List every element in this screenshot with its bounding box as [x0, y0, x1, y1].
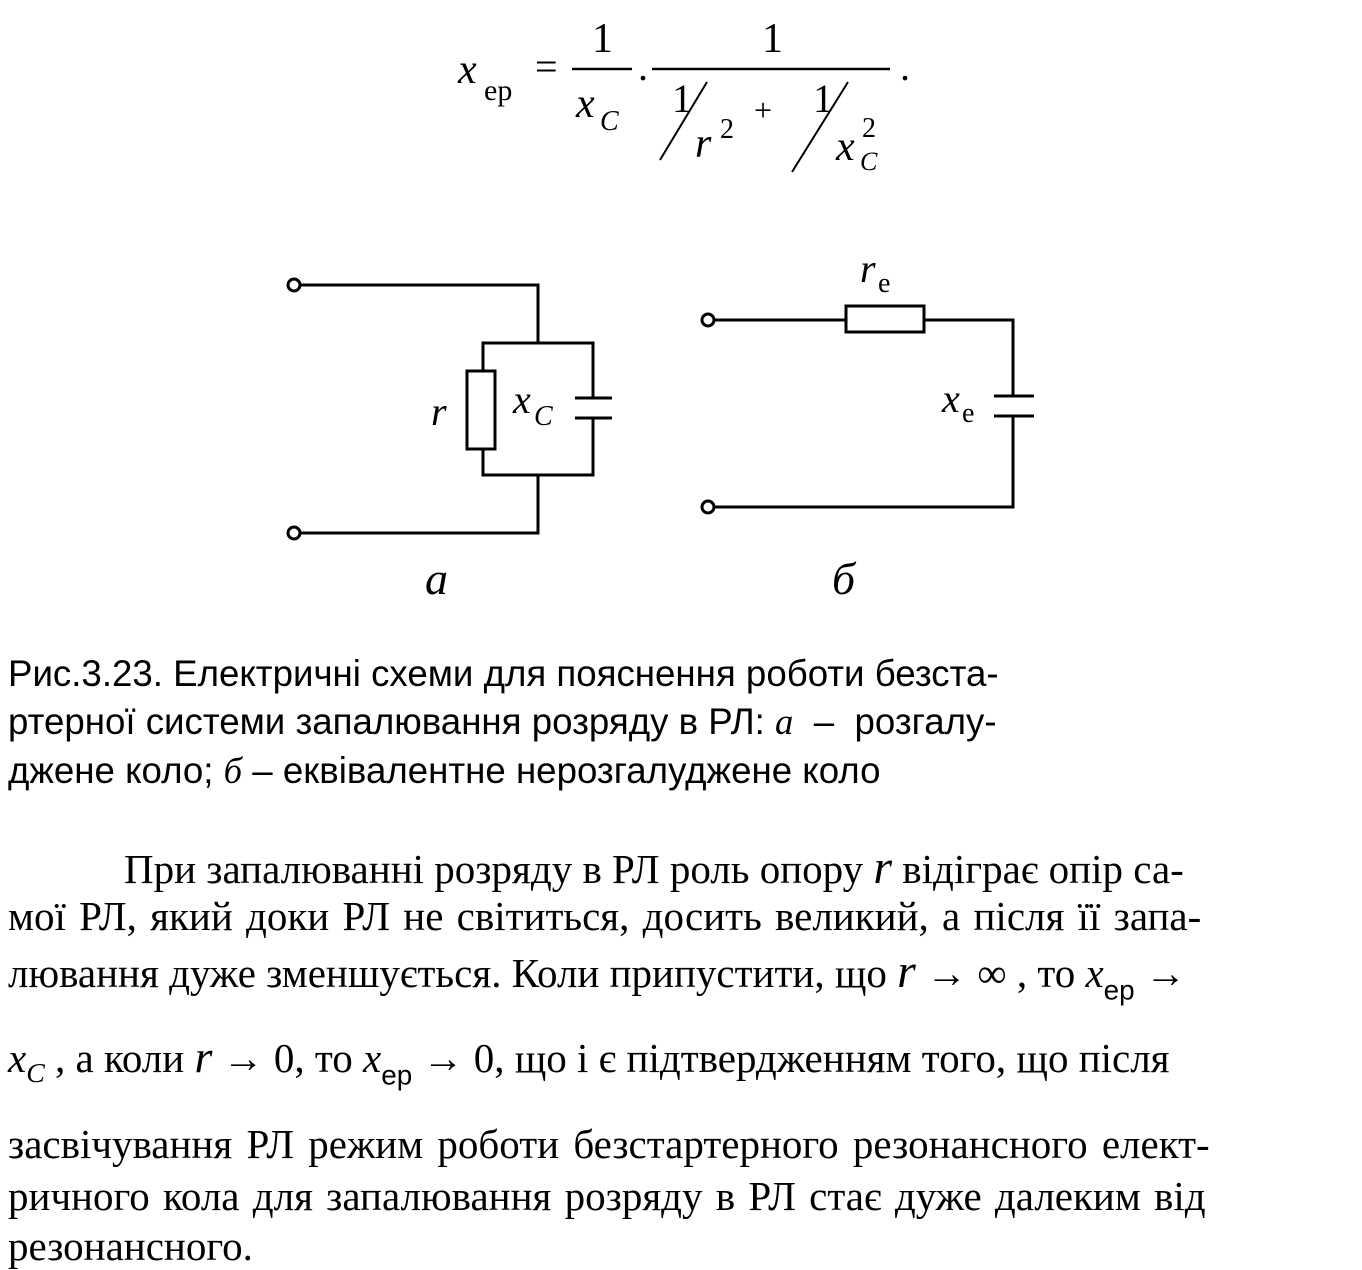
- para-line-1: При запалюванні розряду в РЛ роль опору …: [124, 840, 1184, 895]
- para-line-4-mid: → 0, то: [212, 1035, 363, 1081]
- formula-inner-1b: 1: [813, 76, 833, 121]
- circuit-b: [700, 304, 1034, 515]
- caption-ref-a: а: [775, 702, 794, 743]
- formula-num-1b: 1: [762, 16, 783, 62]
- para-line-3-mid: → ∞ , то: [915, 950, 1086, 996]
- caption-line-2-text: ртерної системи запалювання розряду в РЛ…: [8, 701, 776, 742]
- para-line-4: xC , а коли r → 0, то xер → 0, що і є пі…: [8, 1030, 1170, 1092]
- terminal-a-bottom: [286, 525, 302, 541]
- formula-inner-r-sq: 2: [720, 114, 734, 145]
- para-line-2: мої РЛ, який доки РЛ не світиться, досит…: [8, 892, 1201, 940]
- label-xc-sub: C: [534, 401, 553, 432]
- label-re: r: [860, 246, 876, 291]
- label-re-sub: е: [878, 268, 890, 299]
- para-line-7-text: резонансного.: [8, 1223, 253, 1269]
- circuit-diagrams: r x C а r е x е б: [286, 246, 1034, 604]
- para-line-4-end: → 0, що і є підтвердженням того, що післ…: [412, 1035, 1170, 1081]
- para-line-6: ричного кола для запалювання розряду в Р…: [8, 1172, 1206, 1220]
- para-line-5: засвічування РЛ режим роботи безстартерн…: [8, 1120, 1210, 1168]
- para-sub-ep-2: ер: [381, 1059, 413, 1091]
- formula: x ер = 1 x C . 1 1 r 2 + 1 x 2 C .: [457, 16, 910, 176]
- caption-line-3-end: – еквівалентне нерозгалуджене коло: [242, 750, 881, 791]
- para-line-3-end: →: [1134, 950, 1186, 996]
- formula-den-xc-sub: C: [600, 106, 619, 137]
- para-sub-ep: ер: [1103, 974, 1135, 1006]
- para-line-7: резонансного.: [8, 1222, 253, 1270]
- label-r: r: [431, 389, 447, 434]
- body-paragraph: При запалюванні розряду в РЛ роль опору …: [8, 840, 1360, 1269]
- formula-den-xc: x: [575, 81, 595, 127]
- para-line-1-text: При запалюванні розряду в РЛ роль опору: [124, 846, 874, 892]
- wire-b-right-top: [924, 318, 1015, 396]
- formula-num-1a: 1: [592, 16, 613, 62]
- formula-dot: .: [638, 44, 648, 89]
- para-line-5-text: засвічування РЛ режим роботи безстартерн…: [8, 1121, 1210, 1167]
- caption-b: б: [832, 553, 857, 604]
- wire-a-top: [300, 283, 540, 343]
- wire-a-bottom: [300, 475, 540, 535]
- para-line-6-text: ричного кола для запалювання розряду в Р…: [8, 1173, 1206, 1219]
- figure-caption: Рис.3.23. Електричні схеми для пояснення…: [8, 650, 1068, 796]
- para-sub-c: C: [26, 1057, 45, 1089]
- terminal-b-top: [700, 312, 716, 328]
- para-var-x: x: [1085, 950, 1104, 996]
- para-line-1-end: відіграє опір са-: [892, 846, 1184, 892]
- formula-lhs-sub: ер: [484, 74, 512, 107]
- caption-line-2-end: – розгалу-: [793, 701, 997, 742]
- formula-lhs-var: x: [457, 47, 477, 93]
- caption-line-3: джене коло; б – еквівалентне нерозгалудж…: [8, 747, 1058, 796]
- terminal-a-top: [286, 277, 302, 293]
- formula-slash-1: [659, 81, 708, 161]
- formula-inner-1a: 1: [672, 76, 692, 121]
- resistor-r: [465, 369, 497, 451]
- formula-end-dot: .: [900, 44, 910, 89]
- caption-line-1-text: Рис.3.23. Електричні схеми для пояснення…: [8, 653, 999, 694]
- para-line-4-text: , а коли: [44, 1035, 195, 1081]
- formula-plus: +: [754, 92, 772, 128]
- para-var-r: r: [873, 841, 893, 894]
- caption-line-2: ртерної системи запалювання розряду в РЛ…: [8, 698, 1058, 747]
- caption-line-1: Рис.3.23. Електричні схеми для пояснення…: [8, 650, 1058, 698]
- circuit-a: [286, 277, 612, 541]
- wire-a-parallel-top: [481, 341, 595, 398]
- resistor-re: [844, 304, 926, 334]
- para-line-2-text: мої РЛ, який доки РЛ не світиться, досит…: [8, 893, 1202, 939]
- formula-inner-xc-sq: 2: [862, 113, 876, 144]
- formula-inner-xc: x: [835, 124, 855, 170]
- para-var-xc: x: [8, 1035, 27, 1081]
- para-var-r-2: r: [897, 945, 916, 998]
- formula-inner-r: r: [695, 121, 712, 167]
- caption-line-3-text: джене коло;: [8, 750, 224, 791]
- label-xc: x: [512, 377, 531, 422]
- para-line-3: лювання дуже зменшується. Коли припустит…: [8, 944, 1186, 1007]
- formula-inner-xc-sub: C: [860, 147, 878, 176]
- caption-a: а: [425, 553, 448, 604]
- para-var-r-3: r: [194, 1031, 213, 1082]
- terminal-b-bottom: [700, 499, 716, 515]
- para-line-3-text: лювання дуже зменшується. Коли припустит…: [8, 950, 898, 996]
- formula-equals: =: [535, 44, 558, 89]
- wire-b-right-bottom: [714, 416, 1015, 509]
- caption-ref-b: б: [223, 751, 243, 792]
- label-xe-sub: е: [962, 398, 974, 429]
- formula-slash-2: [791, 81, 849, 173]
- para-var-x-2: x: [363, 1035, 382, 1081]
- label-xe: x: [941, 376, 960, 421]
